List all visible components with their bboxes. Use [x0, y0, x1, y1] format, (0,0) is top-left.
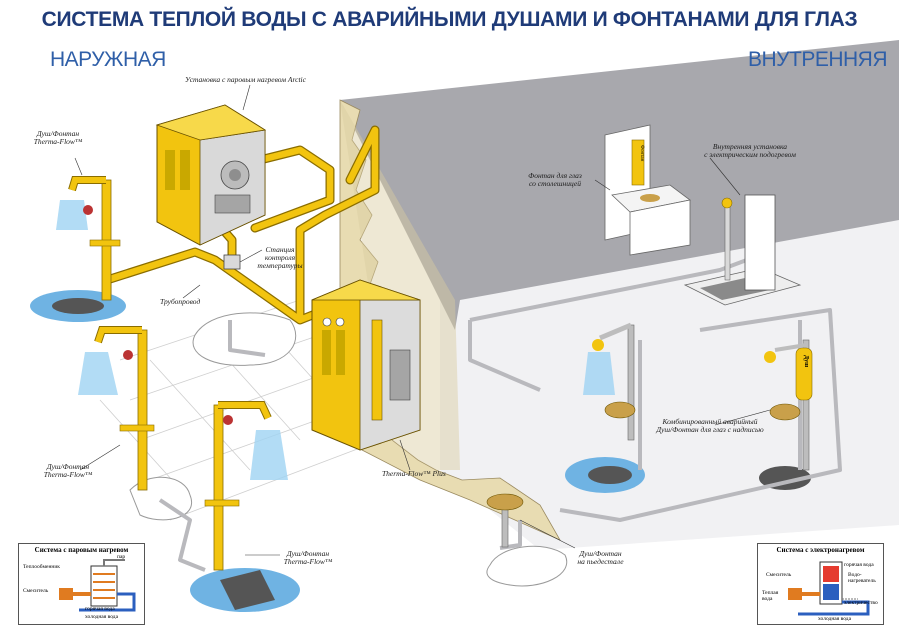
legend-electric-heater: Водо-нагреватель	[848, 572, 876, 584]
legend-steam-diagram	[59, 559, 136, 612]
legend-electric-hot-water: горячая вода	[844, 562, 874, 568]
label-shower-top: Душ/Фонтан Therma-Flow™	[28, 130, 88, 146]
legend-steam-hot-water: горячая вода	[85, 606, 115, 612]
therma-plus-unit	[311, 279, 421, 451]
shower-bottom-fixture	[204, 401, 288, 571]
legend-electric-box: Система с электронагревом горячая вода С…	[757, 543, 884, 625]
label-pipeline: Трубопровод	[160, 297, 201, 306]
legend-electric-electricity: электричество	[844, 600, 878, 606]
legend-electric-diagram	[788, 561, 870, 616]
legend-steam-title: Система с паровым нагревом	[34, 546, 129, 554]
label-shower-bottom-line2: Therma-Flow™	[283, 557, 333, 566]
shower-left-fixture	[78, 326, 155, 491]
legend-electric-title: Система с электронагревом	[776, 546, 865, 554]
label-pedestal-line1: Душ/Фонтан	[579, 549, 622, 558]
label-pedestal: Душ/Фонтан на пьедестале	[568, 550, 633, 566]
label-combo: Комбинированный аварийный Душ/Фонтан для…	[640, 418, 780, 434]
legend-steam-heat-exchanger: Теплообменник	[23, 564, 60, 570]
label-shower-left-line1: Душ/Фонтан	[46, 462, 90, 471]
pipeline	[102, 125, 380, 325]
control-station	[223, 254, 241, 270]
label-shower-left-line2: Therma-Flow™	[43, 470, 93, 479]
combo-shower-fixture	[764, 339, 813, 471]
steam-unit	[155, 104, 267, 246]
indoor-shower-fixture	[583, 322, 636, 441]
legend-electric-cold-water: холодная вода	[818, 616, 852, 622]
indoor-electric-unit	[683, 194, 802, 306]
label-control-line1: Станция	[265, 245, 295, 254]
label-shower-top-line2: Therma-Flow™	[33, 137, 83, 146]
label-shower-top-line1: Душ/Фонтан	[36, 129, 80, 138]
label-steam-unit: Установка с паровым нагревом Arctic	[185, 75, 306, 84]
label-eye-fountain: Фонтан для глаз со столешницей	[510, 172, 600, 188]
leader-lines	[74, 84, 771, 556]
label-shower-bottom-line1: Душ/Фонтан	[286, 549, 330, 558]
label-pedestal-line2: на пьедестале	[577, 557, 624, 566]
label-eye-fountain-line1: Фонтан для глаз	[528, 171, 582, 180]
shower-top-fixture	[56, 176, 121, 301]
page-title: СИСТЕМА ТЕПЛОЙ ВОДЫ С АВАРИЙНЫМИ ДУШАМИ …	[41, 8, 858, 31]
legend-electric-mixer: Смеситель	[766, 572, 792, 578]
legend-steam-cold-water: холодная вода	[85, 614, 119, 620]
label-therma-plus: Therma-Flow™ Plus	[382, 469, 446, 478]
legend-steam-steam: пар	[117, 554, 126, 560]
label-shower-bottom: Душ/Фонтан Therma-Flow™	[278, 550, 338, 566]
label-eye-fountain-line2: со столешницей	[528, 179, 581, 188]
legend-electric-warm-water: Теплая вода	[762, 590, 779, 602]
label-control-line2: контроля	[264, 253, 296, 262]
label-indoor-unit: Внутренняя установка с электрическим под…	[690, 143, 810, 159]
legend-steam-mixer: Смеситель	[23, 588, 49, 594]
pedestal-fountain	[486, 493, 524, 548]
eye-fountain-cabinet	[604, 124, 691, 256]
label-shower-left: Душ/Фонтан Therma-Flow™	[38, 463, 98, 479]
label-indoor-unit-line1: Внутренняя установка	[712, 142, 788, 151]
label-combo-line1: Комбинированный аварийный	[662, 417, 758, 426]
legend-steam-box: Система с паровым нагревом Теплообменник…	[18, 543, 145, 625]
label-control-line3: температуры	[257, 261, 303, 270]
zone-indoor: ВНУТРЕННЯЯ	[748, 48, 888, 71]
label-control-station: Станция контроля температуры	[250, 246, 310, 270]
label-combo-line2: Душ/Фонтан для глаз с надписью	[656, 425, 764, 434]
sign-shower-text: Душ	[803, 355, 809, 368]
label-indoor-unit-line2: с электрическим подогревом	[704, 150, 796, 159]
zone-outdoor: НАРУЖНАЯ	[50, 48, 166, 71]
sign-fountain-text: Фонтан	[639, 145, 644, 162]
